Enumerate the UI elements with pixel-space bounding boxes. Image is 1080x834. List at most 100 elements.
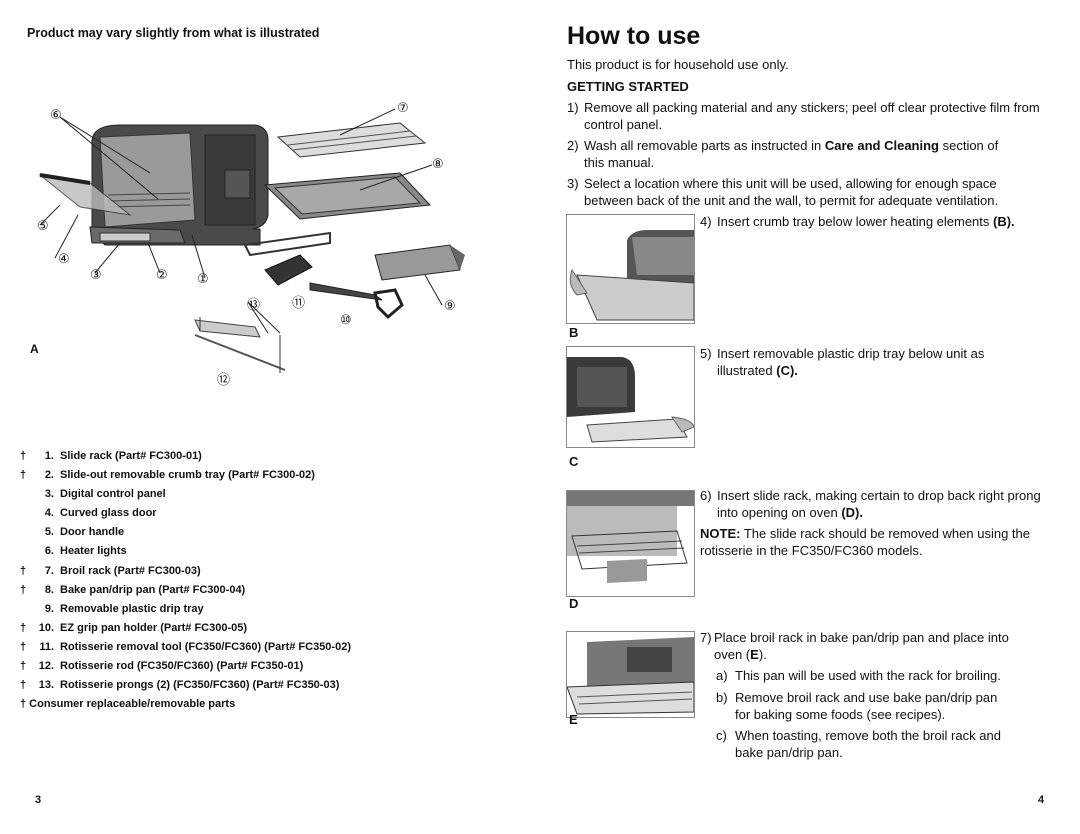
step-number: 7): [700, 630, 712, 645]
page-subtitle: Product may vary slightly from what is i…: [27, 26, 320, 40]
figure-c-image: [566, 346, 695, 448]
part-name: Heater lights: [60, 545, 127, 558]
parts-list-item: †2.Slide-out removable crumb tray (Part#…: [20, 466, 351, 485]
step-7a: a) This pan will be used with the rack f…: [716, 668, 1036, 685]
parts-list-item: 4. Curved glass door: [20, 504, 351, 523]
replaceable-marker: †: [20, 583, 27, 596]
parts-list-item: †10.EZ grip pan holder (Part# FC300-05): [20, 619, 351, 638]
parts-list-item: † 7. Broil rack (Part# FC300-03): [20, 562, 351, 581]
part-number: 4.: [44, 507, 54, 520]
figure-label-d: D: [569, 596, 579, 611]
intro-text: This product is for household use only.: [567, 57, 789, 72]
part-number: 10.: [38, 621, 54, 634]
figure-label-b: B: [569, 325, 579, 340]
step-7c: c) When toasting, remove both the broil …: [716, 728, 1026, 761]
part-name: EZ grip pan holder (Part# FC300-05): [60, 621, 248, 634]
part-number: 6.: [44, 545, 54, 558]
replaceable-marker: †: [20, 640, 27, 653]
step-text-bold: Care and Cleaning: [824, 138, 939, 153]
parts-list-item: †13.Rotisserie prongs (2) (FC350/FC360) …: [20, 676, 351, 695]
step-number: 4): [700, 214, 712, 229]
step-number: a): [716, 668, 728, 683]
step-text-bold: (B).: [993, 214, 1015, 229]
oven-parts-illustration: [38, 108, 465, 373]
callout-13: ⑬: [247, 298, 261, 313]
figure-b-image: [566, 214, 695, 324]
part-number: 1.: [44, 450, 54, 462]
step-number: 3): [567, 176, 579, 191]
drip-tray-drawing: [374, 244, 465, 281]
pan-holder-drawing: [243, 231, 331, 286]
step-text-part: Wash all removable parts as instructed i…: [584, 138, 825, 153]
parts-list-item: †8.Bake pan/drip pan (Part# FC300-04): [20, 581, 351, 600]
part-number: 13.: [38, 679, 54, 692]
part-name: Curved glass door: [60, 507, 157, 520]
callout-12: ⑫: [217, 373, 231, 388]
replaceable-marker: †: [20, 679, 27, 692]
removal-tool-drawing: [309, 282, 404, 320]
callout-6: ⑥: [50, 108, 62, 123]
callout-1: ①: [197, 272, 209, 287]
parts-list-item: 5. Door handle: [20, 523, 351, 542]
parts-list: †1.Slide rack (Part# FC300-01)†2.Slide-o…: [20, 447, 351, 714]
step-text-part: Insert slide rack, making certain to dro…: [717, 488, 1041, 520]
part-number: 8.: [44, 583, 54, 596]
step-text: Insert crumb tray below lower heating el…: [700, 214, 1040, 231]
note-body: The slide rack should be removed when us…: [700, 526, 1030, 558]
step-text-bold: E: [750, 646, 759, 662]
part-name: Broil rack (Part# FC300-03): [60, 564, 201, 577]
part-number: 2.: [44, 469, 54, 482]
step-text: Wash all removable parts as instructed i…: [567, 138, 1007, 171]
step-4: 4) Insert crumb tray below lower heating…: [700, 214, 1040, 231]
page-number-right: 4: [1038, 794, 1045, 806]
step-text: Insert removable plastic drip tray below…: [700, 346, 1000, 379]
part-name: Slide-out removable crumb tray (Part# FC…: [60, 469, 315, 482]
bake-pan-drawing: [263, 172, 432, 220]
parts-footnote: † Consumer replaceable/removable parts: [20, 698, 236, 711]
part-name: Door handle: [60, 526, 125, 539]
step-text: Insert slide rack, making certain to dro…: [700, 488, 1060, 521]
part-number: 5.: [44, 526, 54, 539]
figure-label-a: A: [30, 342, 39, 356]
step-7b: b) Remove broil rack and use bake pan/dr…: [716, 690, 1016, 723]
part-name: Digital control panel: [60, 488, 166, 501]
replaceable-marker: †: [20, 450, 27, 462]
callout-4: ④: [58, 252, 70, 267]
step-6: 6) Insert slide rack, making certain to …: [700, 488, 1060, 521]
step-text-part: Insert crumb tray below lower heating el…: [717, 214, 994, 229]
callout-7: ⑦: [397, 101, 409, 116]
figure-d-image: [566, 490, 695, 597]
step-text: When toasting, remove both the broil rac…: [735, 728, 1001, 760]
step-text: Remove all packing material and any stic…: [584, 100, 1040, 132]
step-text: Select a location where this unit will b…: [584, 176, 999, 208]
step-text-part: ).: [758, 646, 767, 662]
callout-9: ⑨: [444, 299, 456, 314]
replaceable-marker: [20, 542, 34, 561]
step-7: 7) Place broil rack in bake pan/drip pan…: [700, 630, 1030, 663]
step-text: This pan will be used with the rack for …: [735, 668, 1001, 683]
replaceable-marker: †: [20, 660, 27, 673]
callout-2: ②: [156, 268, 168, 283]
part-number: 9.: [44, 602, 54, 615]
part-name: Removable plastic drip tray: [60, 602, 204, 615]
part-number: 3.: [44, 488, 54, 501]
figure-e-image: [566, 631, 695, 718]
step-number: 6): [700, 488, 712, 503]
step-number: 2): [567, 138, 579, 153]
part-number: 11.: [39, 640, 54, 653]
step-3: 3) Select a location where this unit wil…: [567, 176, 1047, 209]
part-name: Slide rack (Part# FC300-01): [60, 450, 202, 462]
parts-list-item: 3. Digital control panel: [20, 485, 351, 504]
part-number: 7.: [44, 564, 54, 577]
step-text-bold: (C).: [776, 362, 798, 378]
step-text: Place broil rack in bake pan/drip pan an…: [700, 630, 1030, 663]
replaceable-marker: [20, 523, 34, 542]
replaceable-marker: †: [20, 564, 27, 577]
step-number: 1): [567, 100, 579, 115]
step-text-part: section of this manual.: [584, 138, 999, 170]
page-number-left: 3: [35, 794, 42, 806]
page-title: How to use: [567, 22, 701, 50]
step-5: 5) Insert removable plastic drip tray be…: [700, 346, 1000, 379]
figure-label-c: C: [569, 454, 579, 469]
step-number: b): [716, 690, 728, 705]
